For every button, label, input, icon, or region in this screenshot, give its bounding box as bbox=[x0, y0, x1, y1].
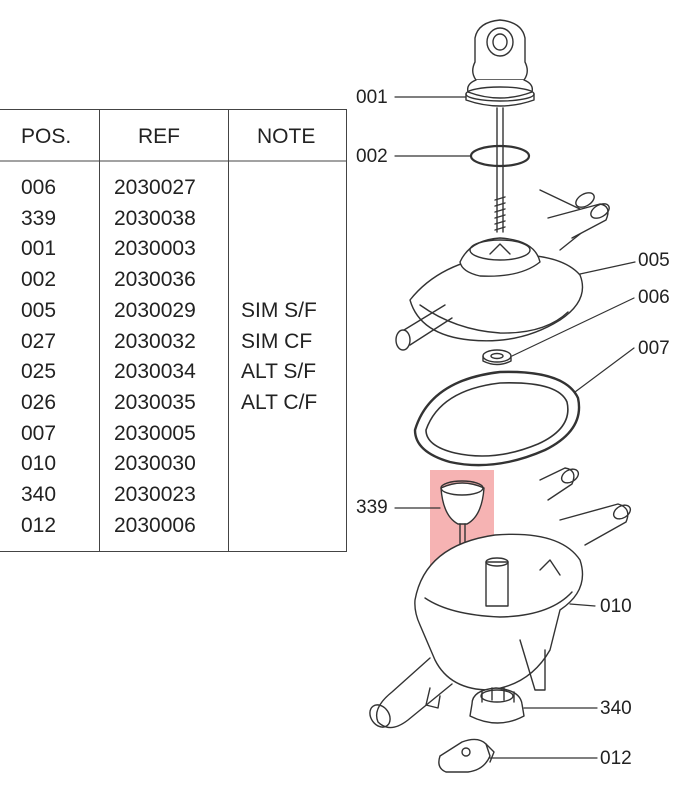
table-cell-ref: 2030038 bbox=[114, 207, 196, 230]
part-340-nut bbox=[469, 687, 525, 724]
part-010-bowl bbox=[369, 467, 632, 729]
part-007-gasket bbox=[413, 370, 581, 467]
table-cell-ref: 2030003 bbox=[114, 237, 196, 260]
table-cell-pos: 001 bbox=[21, 237, 57, 260]
part-005-top-cover bbox=[395, 189, 610, 351]
table-cell-pos: 007 bbox=[21, 422, 57, 445]
exploded-diagram bbox=[369, 19, 636, 773]
table-cell-pos: 002 bbox=[21, 268, 57, 291]
header-note: NOTE bbox=[257, 125, 316, 148]
table-cell-pos: 339 bbox=[21, 207, 57, 230]
table-cell-pos: 005 bbox=[21, 299, 57, 322]
callout-340: 340 bbox=[600, 698, 632, 719]
table-cell-ref: 2030029 bbox=[114, 299, 196, 322]
callout-001: 001 bbox=[356, 87, 388, 108]
callout-002: 002 bbox=[356, 146, 388, 167]
table-cell-pos: 012 bbox=[21, 514, 57, 537]
table-cell-pos: 006 bbox=[21, 176, 57, 199]
callout-012: 012 bbox=[600, 748, 632, 769]
table-cell-note: ALT C/F bbox=[241, 391, 318, 414]
part-001-eye-bolt bbox=[465, 19, 535, 233]
table-cell-note: SIM CF bbox=[241, 330, 313, 353]
table-cell-note: SIM S/F bbox=[241, 299, 317, 322]
callout-010: 010 bbox=[600, 596, 632, 617]
part-002-o-ring bbox=[469, 144, 531, 168]
table-cell-ref: 2030027 bbox=[114, 176, 196, 199]
table-cell-ref: 2030035 bbox=[114, 391, 196, 414]
table-cell-ref: 2030023 bbox=[114, 483, 196, 506]
table-cell-ref: 2030006 bbox=[114, 514, 196, 537]
table-cell-ref: 2030032 bbox=[114, 330, 196, 353]
header-ref: REF bbox=[138, 125, 180, 148]
callout-005: 005 bbox=[638, 250, 670, 271]
table-cell-ref: 2030034 bbox=[114, 360, 196, 383]
table-cell-pos: 025 bbox=[21, 360, 57, 383]
table-cell-ref: 2030030 bbox=[114, 452, 196, 475]
callout-006: 006 bbox=[638, 287, 670, 308]
callout-339: 339 bbox=[356, 497, 388, 518]
table-cell-note: ALT S/F bbox=[241, 360, 317, 383]
table-grid bbox=[0, 109, 347, 552]
part-012-clip bbox=[438, 738, 495, 773]
table-cell-pos: 027 bbox=[21, 330, 57, 353]
table-cell-ref: 2030005 bbox=[114, 422, 196, 445]
table-cell-pos: 010 bbox=[21, 452, 57, 475]
table-cell-pos: 026 bbox=[21, 391, 57, 414]
table-cell-pos: 340 bbox=[21, 483, 57, 506]
header-pos: POS. bbox=[21, 125, 72, 148]
callout-007: 007 bbox=[638, 338, 670, 359]
leader-lines bbox=[394, 96, 636, 759]
table-cell-ref: 2030036 bbox=[114, 268, 196, 291]
part-006-washer bbox=[482, 349, 512, 366]
